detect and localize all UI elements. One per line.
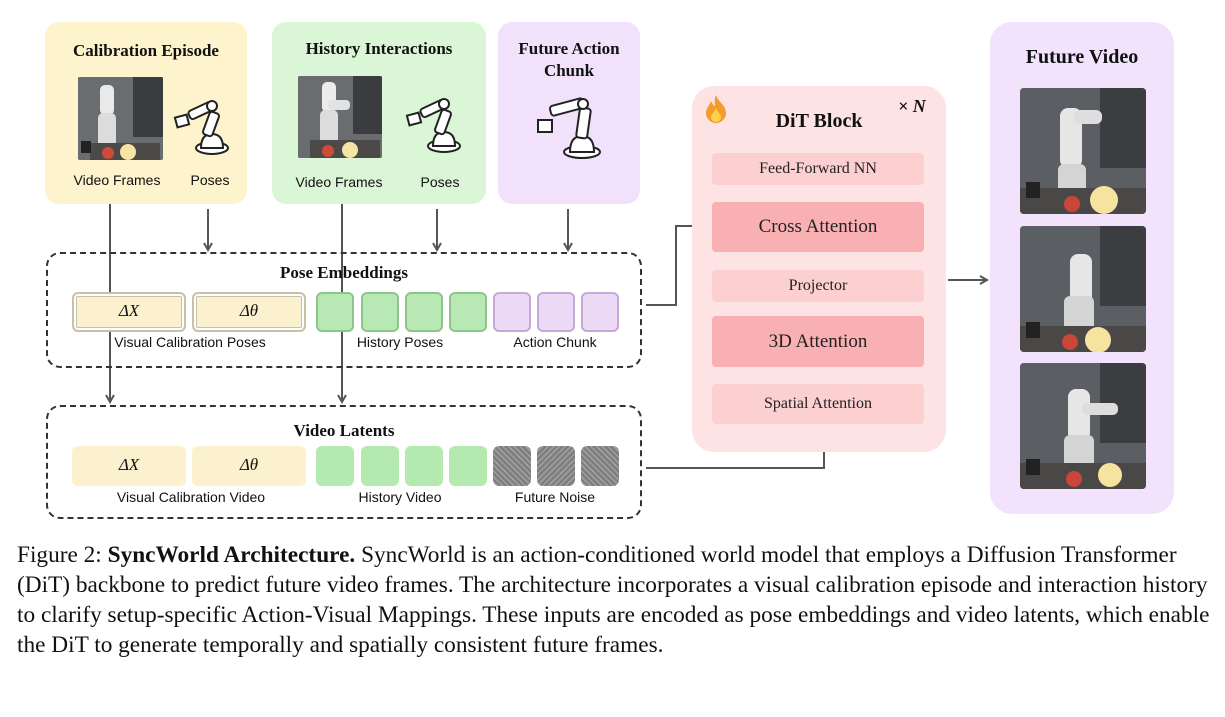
future-action-chunk-panel <box>498 22 640 204</box>
visual-calibration-video-label: Visual Calibration Video <box>116 489 266 505</box>
history-video-latent <box>361 446 399 486</box>
feed-forward-layer: Feed-Forward NN <box>712 153 924 185</box>
calibration-video-frames-label: Video Frames <box>73 172 161 188</box>
history-interactions-title: History Interactions <box>305 39 453 58</box>
history-video-group-label: History Video <box>358 489 442 505</box>
spatial-attention-layer: Spatial Attention <box>712 384 924 424</box>
calibration-video-frame-thumbnail <box>78 77 163 160</box>
caption-text: SyncWorld is an action-conditioned world… <box>17 542 1210 658</box>
history-pose-token <box>316 292 354 332</box>
future-video-frame <box>1020 88 1146 214</box>
future-video-frame <box>1020 363 1146 489</box>
future-action-title-line2: Chunk <box>543 61 595 80</box>
pose-delta-theta-label: Δθ <box>239 301 259 320</box>
pose-delta-x-label: ΔX <box>118 301 140 320</box>
history-pose-token <box>361 292 399 332</box>
video-latents-title: Video Latents <box>293 421 395 440</box>
dit-repeat-label: × N <box>898 96 926 116</box>
future-action-title-line1: Future Action <box>518 39 620 58</box>
fire-icon <box>703 94 729 124</box>
history-poses-group-label: History Poses <box>356 334 444 350</box>
future-noise-latent <box>537 446 575 486</box>
action-chunk-group-label: Action Chunk <box>513 334 597 350</box>
history-pose-token <box>449 292 487 332</box>
calibration-pose-robot-arm-icon <box>168 92 240 158</box>
history-pose-robot-arm-icon <box>400 90 472 156</box>
latent-delta-x-block <box>72 446 186 486</box>
history-video-latent <box>316 446 354 486</box>
caption-figure-label: Figure 2: <box>17 542 102 568</box>
projector-layer: Projector <box>712 270 924 302</box>
history-video-frame-thumbnail <box>298 76 382 158</box>
figure-caption: Figure 2: SyncWorld Architecture. SyncWo… <box>17 540 1212 660</box>
future-noise-group-label: Future Noise <box>514 489 596 505</box>
calibration-episode-title: Calibration Episode <box>73 41 219 60</box>
cross-attention-layer: Cross Attention <box>712 202 924 252</box>
history-video-latent <box>405 446 443 486</box>
future-video-frame <box>1020 226 1146 352</box>
pose-delta-x-token <box>72 292 186 332</box>
action-chunk-token <box>581 292 619 332</box>
video-latents-box <box>46 405 642 519</box>
pose-embeddings-title: Pose Embeddings <box>280 263 408 282</box>
latent-delta-theta-block <box>192 446 306 486</box>
action-chunk-token <box>537 292 575 332</box>
future-noise-latent <box>493 446 531 486</box>
action-chunk-token <box>493 292 531 332</box>
future-video-title: Future Video <box>1025 46 1139 68</box>
latent-delta-theta-label: Δθ <box>239 455 259 474</box>
history-video-frames-label: Video Frames <box>295 174 383 190</box>
pose-embeddings-box <box>46 252 642 368</box>
visual-calibration-poses-label: Visual Calibration Poses <box>114 334 266 350</box>
dit-block-title: DiT Block <box>775 110 863 132</box>
caption-bold-title: SyncWorld Architecture. <box>107 542 356 568</box>
history-pose-token <box>405 292 443 332</box>
future-action-robot-arm-icon <box>530 94 610 162</box>
flow-arrows <box>0 204 1225 469</box>
history-poses-label: Poses <box>420 174 460 190</box>
calibration-poses-label: Poses <box>190 172 230 188</box>
3d-attention-layer: 3D Attention <box>712 316 924 367</box>
history-video-latent <box>449 446 487 486</box>
latent-delta-x-label: ΔX <box>118 455 140 474</box>
pose-delta-theta-token <box>192 292 306 332</box>
future-noise-latent <box>581 446 619 486</box>
